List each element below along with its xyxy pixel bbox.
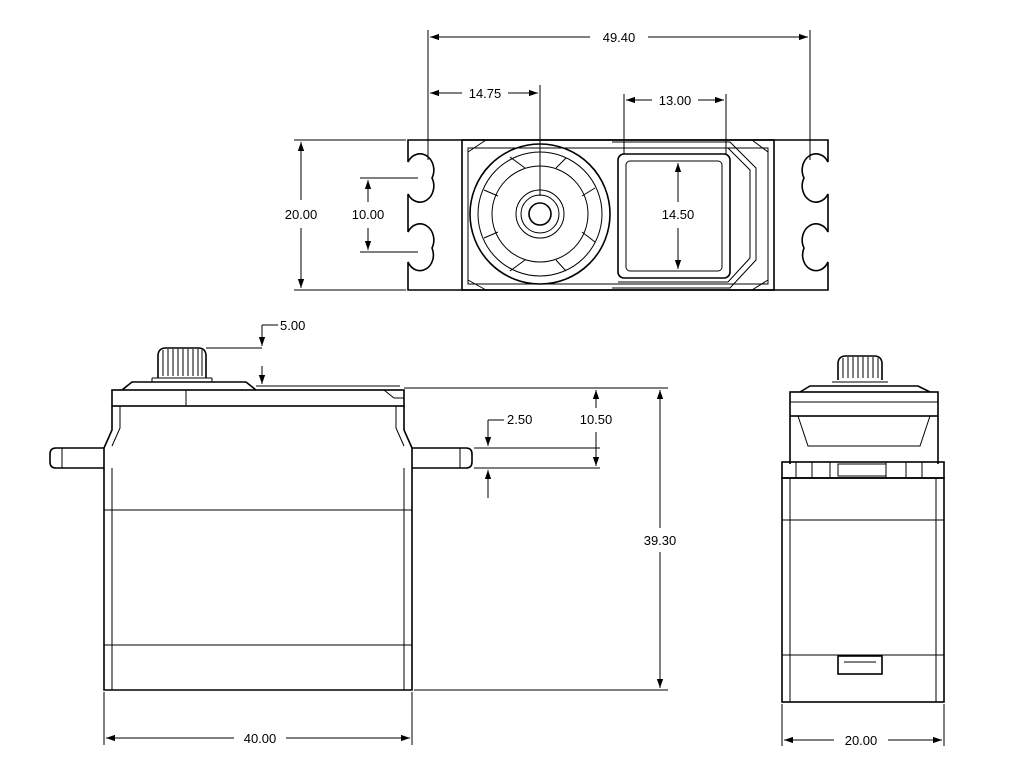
top-window xyxy=(617,153,731,279)
front-spline xyxy=(157,347,207,378)
top-case-bevel xyxy=(467,139,769,291)
top-flange-outline xyxy=(407,139,829,291)
dim-20-00-top: 20.00 xyxy=(285,207,318,222)
front-upper-case xyxy=(103,406,413,449)
top-view: 49.40 14.75 13.00 20.00 10.00 14.50 xyxy=(285,30,829,291)
dim-10-00: 10.00 xyxy=(352,207,385,222)
front-main-body xyxy=(103,448,413,691)
dim-49-40: 49.40 xyxy=(603,30,636,45)
dim-2-50: 2.50 xyxy=(507,412,532,427)
dim-14-75: 14.75 xyxy=(469,86,502,101)
side-upper-case xyxy=(789,416,939,464)
side-cover-top xyxy=(789,391,939,417)
dim-5-00: 5.00 xyxy=(280,318,305,333)
front-left-tab xyxy=(49,447,104,469)
dim-10-50: 10.50 xyxy=(580,412,613,427)
side-spline xyxy=(837,355,883,380)
dim-13-00: 13.00 xyxy=(659,93,692,108)
front-right-tab xyxy=(412,447,473,469)
dim-20-00-side: 20.00 xyxy=(845,733,878,748)
top-spline xyxy=(515,189,565,239)
dim-40-00: 40.00 xyxy=(244,731,277,746)
top-cover xyxy=(612,141,757,289)
dim-39-30: 39.30 xyxy=(644,533,677,548)
dim-14-50: 14.50 xyxy=(662,207,695,222)
side-gear-top xyxy=(799,385,931,393)
top-case xyxy=(461,139,775,291)
side-main-body xyxy=(781,477,945,703)
front-view: 5.00 2.50 10.50 39.30 40.00 xyxy=(49,318,677,746)
side-view: 20.00 xyxy=(781,355,945,748)
top-shaft xyxy=(528,202,552,226)
front-cover-top xyxy=(111,389,405,407)
front-gear-top xyxy=(121,381,257,391)
side-wire-exit xyxy=(837,655,883,675)
